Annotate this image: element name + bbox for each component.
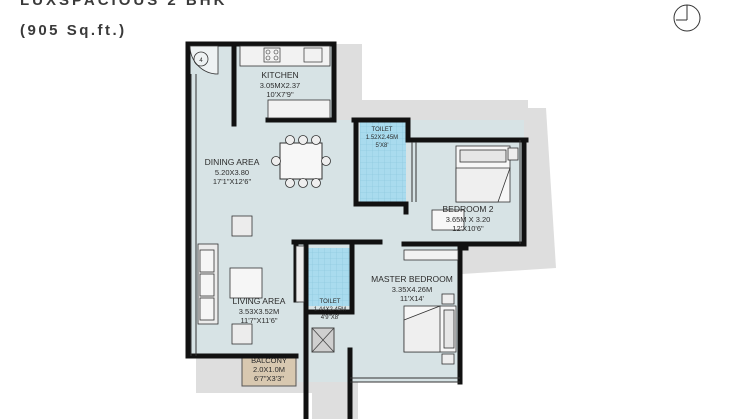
bedroom2-name: BEDROOM 2 [442,204,493,214]
bedroom2-bed [431,145,519,231]
living-furniture [197,215,305,345]
toilet2-name: TOILET [320,299,341,305]
bedroom2-metric: 3.65M X 3.20 [446,215,491,224]
kitchen-metric: 3.05MX2.37 [260,81,300,90]
windows [190,74,521,383]
living-name: LIVING AREA [233,296,286,306]
north-compass-icon [673,4,701,32]
dining-imperial: 17'1"X12'6" [213,177,252,186]
master-imperial: 11'X14' [400,294,425,303]
kitchen-name: KITCHEN [261,70,298,80]
plan-area: (905 Sq.ft.) [20,22,127,39]
toilet2-imperial: 4'9"X8' [321,315,339,321]
balcony-floor [241,355,297,387]
kitchen-imperial: 10'X7'9" [266,90,294,99]
dining-table [271,135,331,188]
kitchen-counter [239,45,331,119]
plan-title: LUXSPACIOUS 2 BHK [20,0,228,9]
toilet1-name: TOILET [372,127,393,133]
balcony-metric: 2.0X1.0M [253,365,285,374]
unit-number: 4 [199,58,203,64]
walls [185,41,529,419]
master-bed [403,249,459,365]
living-metric: 3.53X3.52M [239,307,279,316]
dining-metric: 5.20X3.80 [215,168,249,177]
master-name: MASTER BEDROOM [371,274,453,284]
toilet1-metric: 1.52X2.45M [366,135,398,141]
balcony-imperial: 6'7"X3'3" [254,374,284,383]
bedroom2-imperial: 12'X10'6" [452,224,484,233]
room-labels: KITCHEN 3.05MX2.37 10'X7'9" DINING AREA … [205,70,494,383]
duct-cross [311,327,335,353]
living-imperial: 11'7"X11'6" [240,316,277,325]
balcony-name: BALCONY [251,356,287,365]
toilet1-floor [360,122,406,202]
dining-name: DINING AREA [205,157,260,167]
toilet1-imperial: 5'X8' [376,143,389,149]
unit-number-badge: 4 [189,45,219,75]
toilet2-metric: 1.44X2.45M [314,307,346,313]
toilet2-floor [308,248,350,306]
master-metric: 3.35X4.26M [392,285,432,294]
